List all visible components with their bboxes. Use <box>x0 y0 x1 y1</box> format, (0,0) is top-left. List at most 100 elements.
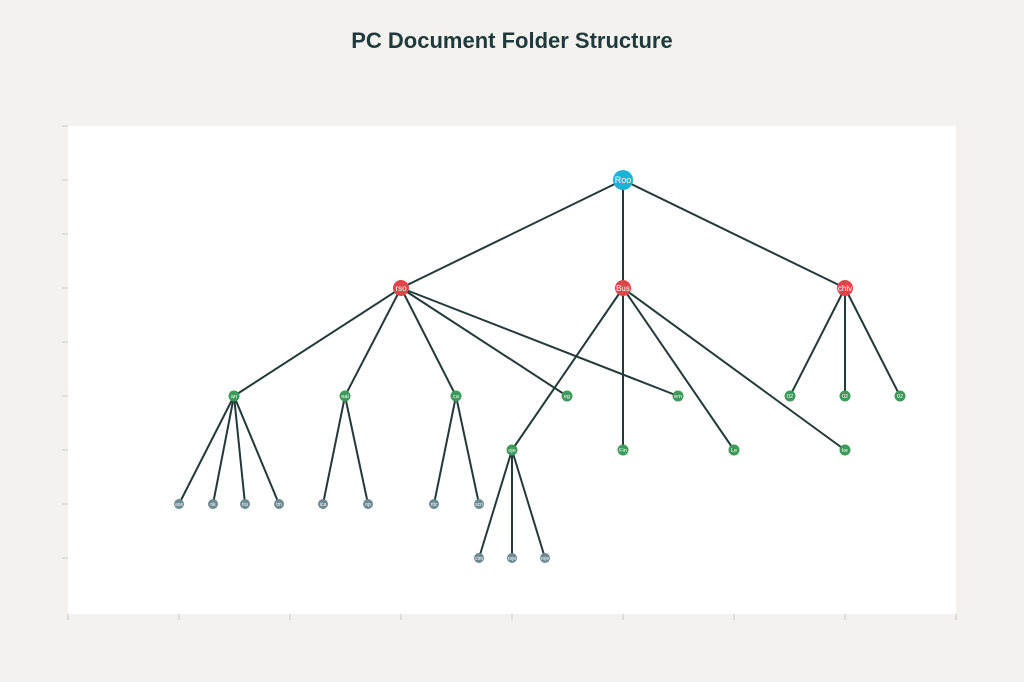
tree-edge <box>789 287 846 397</box>
tree-edge <box>400 287 679 397</box>
category-node-label: rso <box>395 284 407 293</box>
leaf-node[interactable]: tm <box>274 499 284 509</box>
leaf-node-circle <box>474 553 484 563</box>
leaf-node[interactable]: np <box>363 499 373 509</box>
folder-node-circle <box>506 444 518 456</box>
tree-edge <box>511 449 546 559</box>
axis-ticks <box>62 125 957 620</box>
folder-node[interactable]: 02 <box>839 390 851 402</box>
leaf-node-circle <box>240 499 250 509</box>
tree-edge <box>622 287 735 451</box>
category-node[interactable]: rso <box>393 280 409 296</box>
tree-nodes: Roo rso Bus chiv an eal ca eg em oje Fin Le ke 02 02 02… <box>174 170 906 563</box>
folder-node-label: eal <box>341 394 348 400</box>
root-node-circle <box>613 170 633 190</box>
folder-node-label: 02 <box>897 394 903 400</box>
folder-node[interactable]: 02 <box>894 390 906 402</box>
root-node-label: Roo <box>615 175 632 185</box>
folder-node[interactable]: 02 <box>784 390 796 402</box>
leaf-node[interactable]: tra <box>240 499 250 509</box>
folder-node-label: Fin <box>619 448 627 454</box>
folder-node[interactable]: oje <box>506 444 518 456</box>
leaf-node[interactable]: scri <box>474 499 484 509</box>
folder-node-label: oje <box>508 448 515 454</box>
tree-edge <box>233 287 402 397</box>
folder-node-label: 02 <box>842 394 848 400</box>
folder-node[interactable]: ca <box>450 390 462 402</box>
leaf-node-circle <box>363 499 373 509</box>
tree-edge <box>478 449 513 559</box>
tree-edge <box>400 179 624 289</box>
leaf-node-circle <box>429 499 439 509</box>
folder-node[interactable]: an <box>228 390 240 402</box>
tree-edge <box>622 287 846 451</box>
category-node-circle <box>615 280 631 296</box>
leaf-node[interactable]: ctm <box>474 553 484 563</box>
folder-node-circle <box>672 390 684 402</box>
tree-edge <box>511 287 624 451</box>
folder-node-circle <box>228 390 240 402</box>
tree-edge <box>622 179 846 289</box>
leaf-node-label: nk <box>210 502 216 508</box>
leaf-node-circle <box>208 499 218 509</box>
folder-node-label: Le <box>731 448 737 454</box>
folder-node-label: 02 <box>787 394 793 400</box>
folder-node[interactable]: em <box>672 390 684 402</box>
category-node-circle <box>393 280 409 296</box>
leaf-node-circle <box>274 499 284 509</box>
leaf-node-circle <box>318 499 328 509</box>
category-node-label: Bus <box>616 284 630 293</box>
category-node[interactable]: Bus <box>615 280 631 296</box>
tree-edge <box>344 287 402 397</box>
leaf-node[interactable]: axe <box>174 499 184 509</box>
tree-edge <box>400 287 568 397</box>
tree-edge <box>178 395 235 505</box>
leaf-node[interactable]: ica <box>318 499 328 509</box>
folder-node-label: ke <box>842 448 848 454</box>
folder-node-label: ca <box>453 394 460 400</box>
tree-edge <box>455 395 480 505</box>
category-node[interactable]: chiv <box>837 280 853 296</box>
leaf-node-label: ctm <box>475 556 483 562</box>
folder-node[interactable]: eal <box>339 390 351 402</box>
root-node[interactable]: Roo <box>613 170 633 190</box>
folder-node-circle <box>839 444 851 456</box>
leaf-node-label: roje <box>541 556 550 562</box>
tree-edge <box>322 395 346 505</box>
folder-node[interactable]: eg <box>561 390 573 402</box>
leaf-node-label: np <box>365 502 371 508</box>
folder-node-label: em <box>674 394 682 400</box>
leaf-node-label: scri <box>475 502 483 508</box>
tree-edge <box>212 395 235 505</box>
folder-node-circle <box>839 390 851 402</box>
leaf-node[interactable]: rtic <box>429 499 439 509</box>
tree-edge <box>344 395 369 505</box>
folder-node-circle <box>894 390 906 402</box>
folder-node[interactable]: ke <box>839 444 851 456</box>
leaf-node-label: tra <box>242 502 248 508</box>
leaf-node-label: ica <box>320 502 327 508</box>
leaf-node-circle <box>507 553 517 563</box>
leaf-node-label: roje <box>508 556 517 562</box>
leaf-node[interactable]: roje <box>507 553 517 563</box>
folder-node-circle <box>450 390 462 402</box>
folder-node-circle <box>339 390 351 402</box>
folder-node[interactable]: Fin <box>617 444 629 456</box>
page-title: PC Document Folder Structure <box>351 28 673 53</box>
tree-edge <box>400 287 457 397</box>
category-node-label: chiv <box>838 284 852 293</box>
folder-node-circle <box>728 444 740 456</box>
folder-node[interactable]: Le <box>728 444 740 456</box>
category-node-circle <box>837 280 853 296</box>
leaf-node-label: tm <box>276 502 282 508</box>
leaf-node-circle <box>540 553 550 563</box>
leaf-node[interactable]: roje <box>540 553 550 563</box>
folder-node-circle <box>561 390 573 402</box>
leaf-node-label: axe <box>175 502 183 508</box>
leaf-node-circle <box>174 499 184 509</box>
folder-node-circle <box>784 390 796 402</box>
leaf-node[interactable]: nk <box>208 499 218 509</box>
leaf-node-circle <box>474 499 484 509</box>
leaf-node-label: rtic <box>431 502 438 508</box>
